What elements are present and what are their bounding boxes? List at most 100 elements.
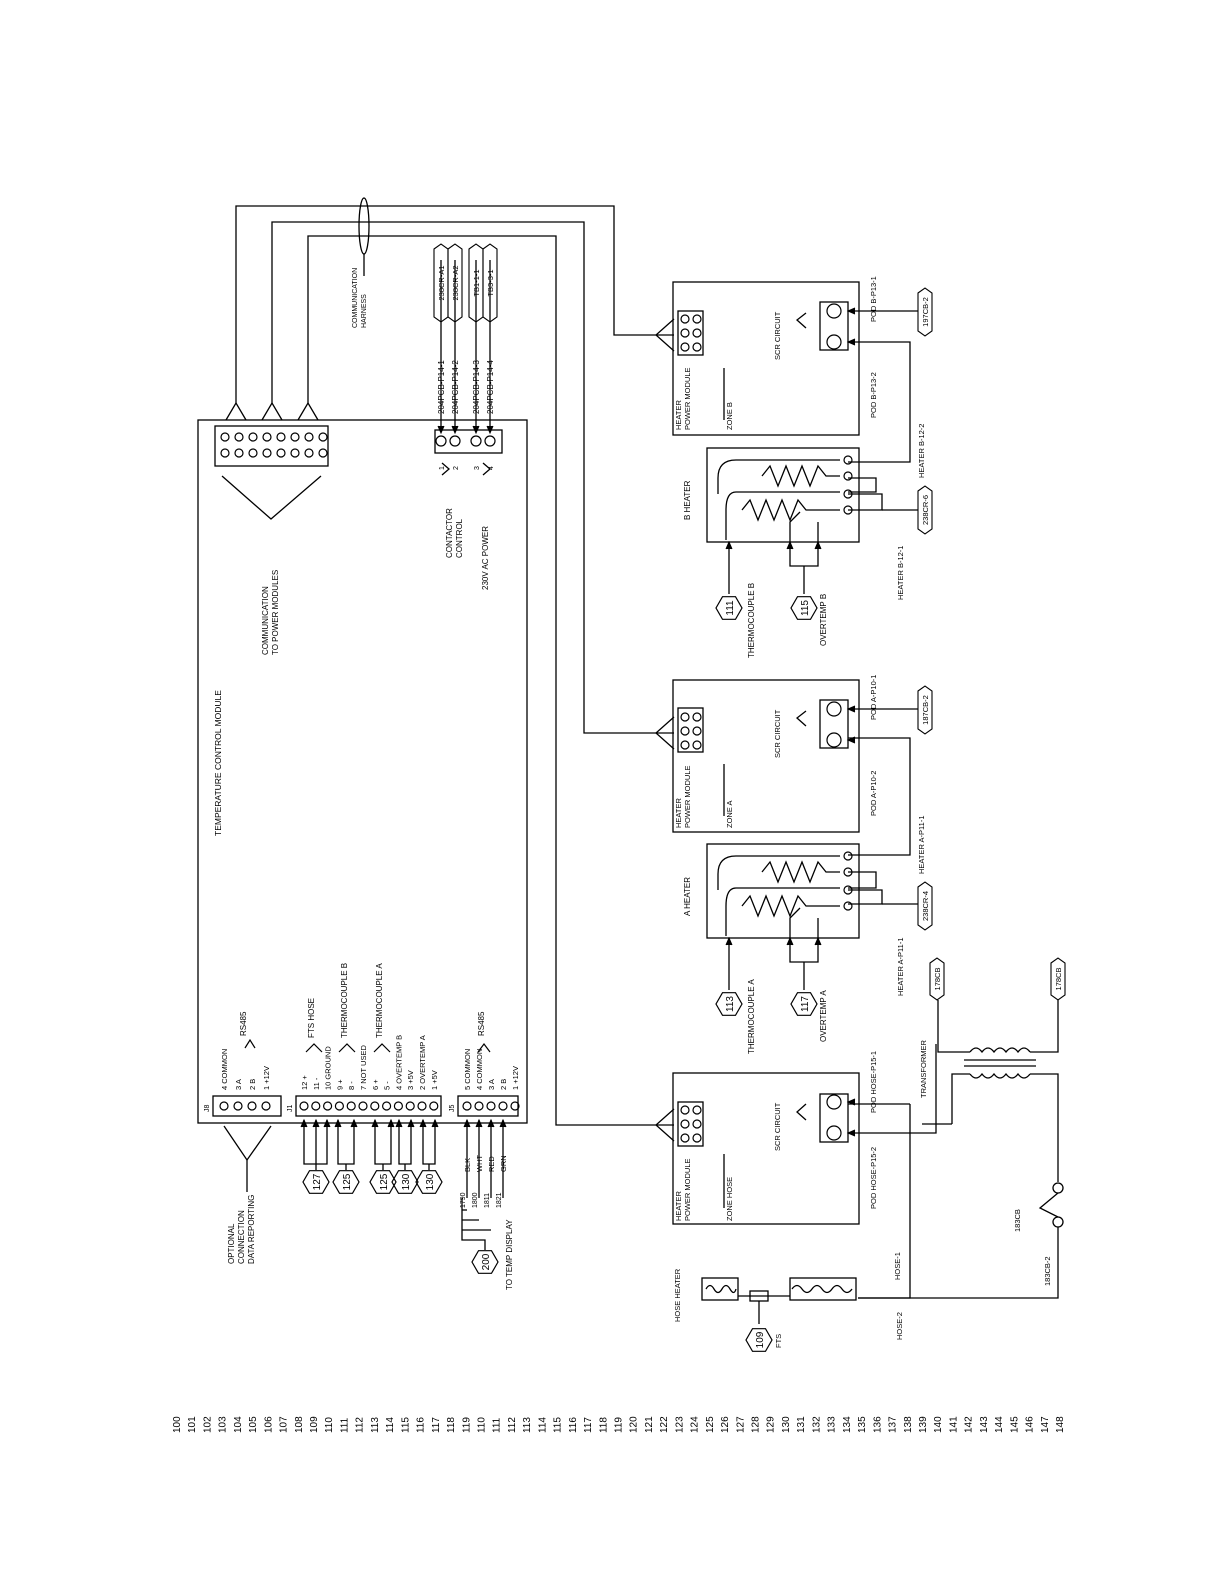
line-number: 108 bbox=[294, 1416, 305, 1433]
line-number: 134 bbox=[842, 1416, 853, 1433]
line-number: 129 bbox=[766, 1416, 777, 1433]
j1-pin bbox=[417, 1101, 427, 1111]
line-number: 113 bbox=[370, 1417, 381, 1433]
overtemp-label: OVERTEMP B bbox=[819, 594, 828, 646]
thermocouple-tag bbox=[715, 596, 743, 620]
optional-reporting-label: DATA REPORTING bbox=[247, 1195, 256, 1264]
heater-name: B HEATER bbox=[683, 480, 692, 520]
j1-device-tag-ref: 125 bbox=[379, 1173, 390, 1190]
line-number: 100 bbox=[172, 1416, 183, 1433]
heater-contactor-tag bbox=[917, 881, 933, 931]
module-comm-pin bbox=[692, 726, 702, 736]
heater-wire-bottom: HEATER A-P11-1 bbox=[896, 938, 905, 997]
scr-circuit-label: SCR CIRCUIT bbox=[773, 709, 782, 758]
temp-display-label: TO TEMP DISPLAY bbox=[505, 1219, 514, 1290]
line-number: 147 bbox=[1040, 1416, 1051, 1433]
line-number: 126 bbox=[720, 1416, 731, 1433]
module-comm-pin bbox=[680, 712, 690, 722]
module-comm-pin bbox=[680, 726, 690, 736]
breaker-label: 183CB bbox=[1013, 1209, 1022, 1232]
module-zone-label: ZONE B bbox=[725, 402, 734, 430]
line-number: 111 bbox=[492, 1417, 503, 1433]
hose-heater-segment-1 bbox=[701, 1277, 739, 1301]
j1-pin bbox=[358, 1101, 368, 1111]
j1-pin-label: 7 NOT USED bbox=[359, 1045, 368, 1090]
pod-out-label: POD HOSE-P15-1 bbox=[869, 1051, 878, 1113]
j1-pin bbox=[393, 1101, 403, 1111]
contactor-wire-label: 204PCB-P14-4 bbox=[486, 360, 495, 414]
j5-pin bbox=[486, 1101, 496, 1111]
line-number: 138 bbox=[903, 1416, 914, 1433]
module-heading: HEATER bbox=[674, 1191, 683, 1221]
comm-line-zone-a bbox=[271, 221, 674, 734]
contactor-pin-number: 1 bbox=[439, 466, 446, 470]
optional-reporting-label: CONNECTION bbox=[237, 1210, 246, 1264]
wire-hose-scr-transformer bbox=[848, 1044, 937, 1134]
thermocouple-tag-ref: 113 bbox=[725, 996, 736, 1012]
comm-pin bbox=[220, 432, 230, 442]
comm-to-modules-label: COMMUNICATION bbox=[261, 586, 270, 655]
line-number: 104 bbox=[233, 1416, 244, 1433]
comm-pin bbox=[304, 448, 314, 458]
j1-pin bbox=[382, 1101, 392, 1111]
line-number: 122 bbox=[659, 1416, 670, 1433]
line-number: 133 bbox=[827, 1416, 838, 1433]
j1-pin-label: 12 + bbox=[300, 1075, 309, 1090]
hose-wire-2-label: HOSE-2 bbox=[895, 1312, 904, 1340]
module-comm-pin bbox=[680, 1133, 690, 1143]
j1-device-tag bbox=[369, 1170, 397, 1194]
temp-display-tag bbox=[471, 1250, 499, 1274]
module-comm-pin bbox=[692, 712, 702, 722]
j5-pin-label: 5 COMMON bbox=[463, 1049, 472, 1090]
comm-pin bbox=[318, 432, 328, 442]
comm-pin bbox=[304, 432, 314, 442]
line-number: 107 bbox=[279, 1416, 290, 1433]
transformer-tag-right-label: 178CB bbox=[1054, 968, 1063, 991]
j1-device-tag-ref: 130 bbox=[425, 1173, 436, 1190]
contactor-pin bbox=[484, 435, 496, 447]
heater-b-element-1 bbox=[761, 464, 840, 488]
j1-pin bbox=[429, 1101, 439, 1111]
heater-terminal bbox=[843, 471, 853, 481]
line-number: 146 bbox=[1025, 1416, 1036, 1433]
comm-pin bbox=[262, 448, 272, 458]
j5-pin bbox=[462, 1101, 472, 1111]
comm-pin bbox=[276, 432, 286, 442]
line-number: 118 bbox=[446, 1417, 457, 1433]
scr-block-zone-a bbox=[819, 699, 849, 749]
reporting-fan bbox=[223, 1125, 272, 1162]
j8-pin bbox=[261, 1101, 271, 1111]
module-heading: HEATER bbox=[674, 798, 683, 828]
power-module-zone-b bbox=[672, 281, 860, 436]
j1-pin bbox=[346, 1101, 356, 1111]
j5-pin bbox=[510, 1101, 520, 1111]
comm-fan-out bbox=[221, 475, 322, 520]
j5-group-rs485: RS485 bbox=[477, 1011, 486, 1036]
pod-out-label: POD A-P10-1 bbox=[869, 675, 878, 720]
thermocouple-label: THERMOCOUPLE A bbox=[747, 979, 756, 1054]
overtemp-tag-ref: 117 bbox=[800, 996, 811, 1012]
overtemp-label: OVERTEMP A bbox=[819, 990, 828, 1042]
line-number: 130 bbox=[781, 1416, 792, 1433]
line-number: 148 bbox=[1055, 1416, 1066, 1433]
j8-connector-block bbox=[212, 1095, 282, 1117]
power-module-zone-a bbox=[672, 679, 860, 833]
scr-circuit-label: SCR CIRCUIT bbox=[773, 1102, 782, 1151]
j1-group-thermocouple-b: THERMOCOUPLE B bbox=[340, 963, 349, 1038]
comm-pin bbox=[262, 432, 272, 442]
contactor-wire-label: 204PCB-P14-3 bbox=[472, 360, 481, 414]
module-comm-pin bbox=[680, 1105, 690, 1115]
module-heading: POWER MODULE bbox=[683, 1158, 692, 1221]
j1-pin-label: 3 +5V bbox=[406, 1070, 415, 1090]
heater-terminal bbox=[843, 455, 853, 465]
line-number: 139 bbox=[918, 1416, 929, 1433]
line-number: 119 bbox=[461, 1417, 472, 1433]
j1-pin-label: 1 +5V bbox=[430, 1070, 439, 1090]
j8-pin bbox=[247, 1101, 257, 1111]
j1-pin-label: 8 - bbox=[347, 1081, 356, 1090]
j5-pin-label: 3 A bbox=[487, 1079, 496, 1090]
j8-pin-label: 4 COMMON bbox=[220, 1049, 229, 1090]
comm-line-zone-b bbox=[235, 205, 674, 403]
module-breaker-tag-label: 197CB-2 bbox=[921, 297, 930, 327]
